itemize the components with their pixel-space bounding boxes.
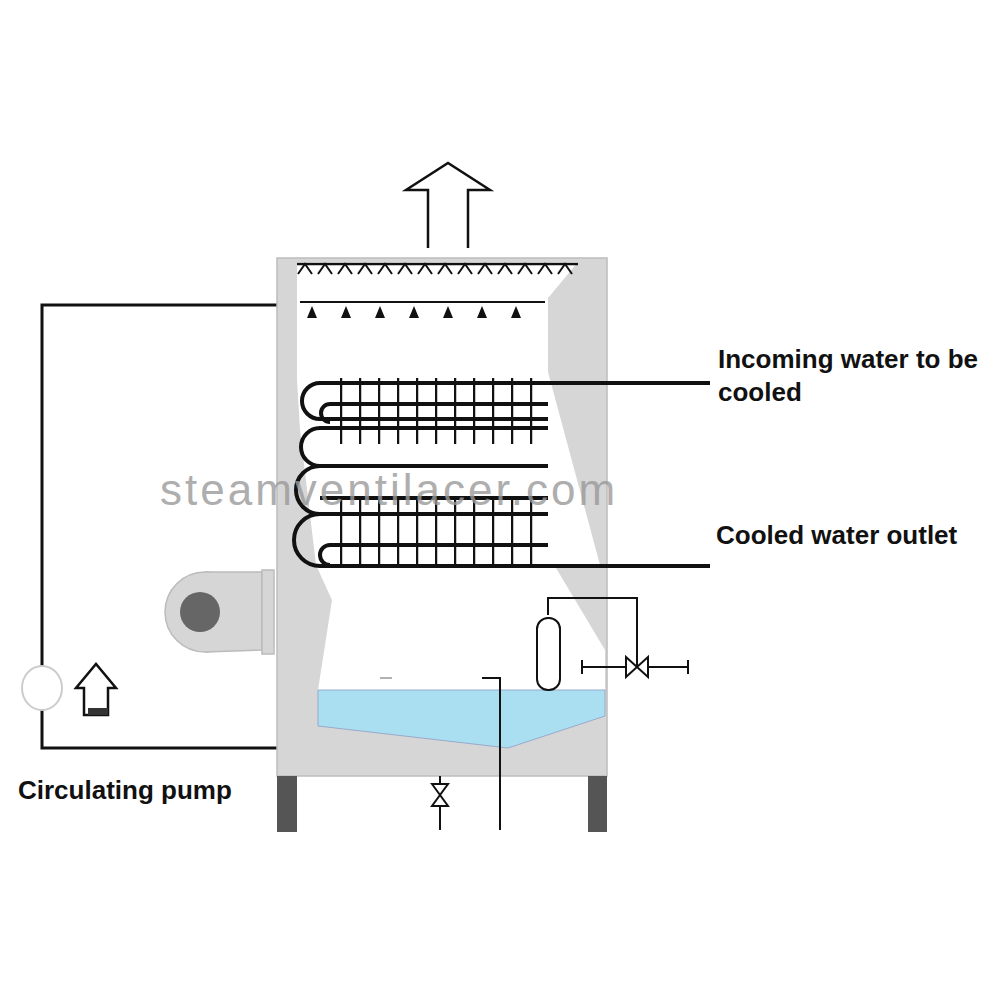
spray-mark <box>518 264 532 274</box>
outlet-label: Cooled water outlet <box>716 519 976 552</box>
spray-mark <box>558 264 572 274</box>
spray-mark <box>438 264 452 274</box>
spray-mark <box>418 264 432 274</box>
watermark: steamventilacer.com <box>160 462 860 517</box>
spray-mark <box>458 264 472 274</box>
spray-nozzle <box>409 306 419 318</box>
spray-mark <box>318 264 332 274</box>
spray-mark <box>338 264 352 274</box>
inlet-label: Incoming water to be cooled <box>718 343 993 408</box>
spray-mark <box>538 264 552 274</box>
spray-mark <box>398 264 412 274</box>
spray-nozzle <box>477 306 487 318</box>
spray-nozzle <box>511 306 521 318</box>
spray-nozzle <box>341 306 351 318</box>
spray-mark <box>498 264 512 274</box>
spray-nozzle <box>375 306 385 318</box>
spray-mark <box>298 264 312 274</box>
spray-mark <box>358 264 372 274</box>
spray-nozzle <box>443 306 453 318</box>
spray-mark <box>378 264 392 274</box>
spray-mark <box>478 264 492 274</box>
pump-label: Circulating pump <box>18 774 258 807</box>
spray-nozzle <box>307 306 317 318</box>
